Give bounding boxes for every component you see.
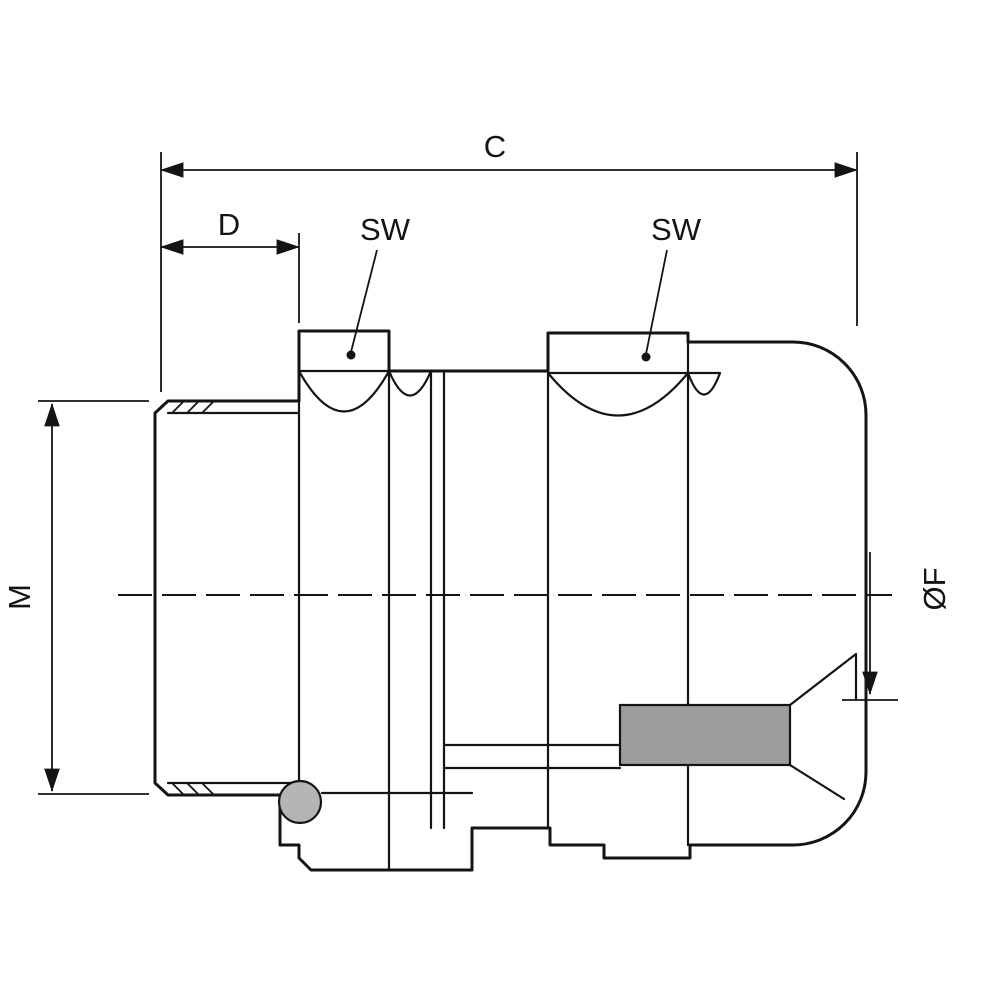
dimension-c: C: [160, 129, 858, 392]
thread-minor-lines: [166, 411, 301, 785]
seal-insert: [618, 703, 792, 767]
sw-front-leader-dot: [346, 350, 356, 360]
dimension-m: M: [2, 400, 149, 795]
dim-label-c: C: [484, 129, 506, 164]
dim-label-d: D: [218, 207, 240, 242]
o-ring: [277, 779, 323, 825]
dim-label-m: M: [2, 584, 37, 610]
gland-outline: [153, 329, 868, 872]
gland-body: [153, 329, 868, 872]
sw-back-leader-dot: [641, 352, 651, 362]
dimension-f: ØF: [842, 552, 952, 701]
sw-back-leader-line: [645, 249, 668, 355]
thread-hatch-marks: [171, 400, 215, 796]
leader-sw-back: SW: [641, 212, 702, 362]
dim-label-sw-front: SW: [360, 212, 411, 247]
leader-sw-front: SW: [346, 212, 411, 360]
section-detail-lines: [320, 652, 858, 801]
front-hex-nut-lines: [297, 369, 446, 872]
sw-front-leader-line: [350, 249, 378, 353]
dim-label-f: ØF: [917, 567, 952, 610]
back-hex-nut-lines: [546, 340, 722, 847]
dim-label-sw-back: SW: [651, 212, 702, 247]
dimension-d: D: [160, 207, 300, 323]
